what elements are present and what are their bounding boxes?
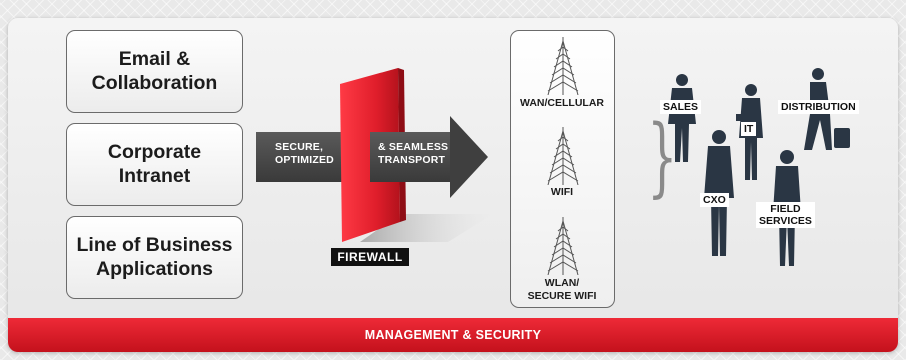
application-email-collaboration: Email & Collaboration xyxy=(66,30,243,113)
seamless-transport-label: & SEAMLESS TRANSPORT xyxy=(378,141,449,166)
transport-graphic xyxy=(256,68,493,242)
role-label-sales: SALES xyxy=(660,100,702,115)
arrow-head xyxy=(450,116,488,198)
network-label-wan-cellular: WAN/CELLULAR xyxy=(520,97,604,109)
secure-optimized-label: SECURE, OPTIMIZED xyxy=(275,141,334,166)
network-label-wifi: WIFI xyxy=(550,186,574,198)
antenna-tower-icon xyxy=(547,37,579,95)
application-line-of-business: Line of Business Applications xyxy=(66,216,243,299)
antenna-tower-icon xyxy=(547,217,579,275)
role-label-it: IT xyxy=(741,122,757,137)
network-label-wlan-secure-wifi: WLAN/ SECURE WIFI xyxy=(527,277,597,302)
person-silhouette-icon xyxy=(736,84,763,180)
footer-label: MANAGEMENT & SECURITY xyxy=(364,328,542,342)
person-silhouette-icon xyxy=(668,74,696,162)
application-label: Email & Collaboration xyxy=(91,47,218,94)
architecture-diagram: Email & Collaboration Corporate Intranet… xyxy=(8,18,898,352)
application-label: Corporate Intranet xyxy=(107,140,202,187)
network-options-box: WAN/CELLULAR WIFI WLAN/ SECURE WIFI xyxy=(510,30,615,308)
person-silhouette-icon xyxy=(804,68,850,150)
management-security-bar: MANAGEMENT & SECURITY xyxy=(8,318,898,352)
role-label-distribution: DISTRIBUTION xyxy=(778,100,859,115)
arrow-body-left xyxy=(256,132,356,182)
right-brace-icon: } xyxy=(647,107,678,207)
antenna-tower-icon xyxy=(547,127,579,185)
role-label-field-services: FIELD SERVICES xyxy=(756,202,815,229)
application-corporate-intranet: Corporate Intranet xyxy=(66,123,243,206)
firewall-label: FIREWALL xyxy=(331,248,409,266)
role-label-cxo: CXO xyxy=(700,193,729,208)
application-label: Line of Business Applications xyxy=(76,233,233,280)
arrow-body-right xyxy=(370,132,450,182)
